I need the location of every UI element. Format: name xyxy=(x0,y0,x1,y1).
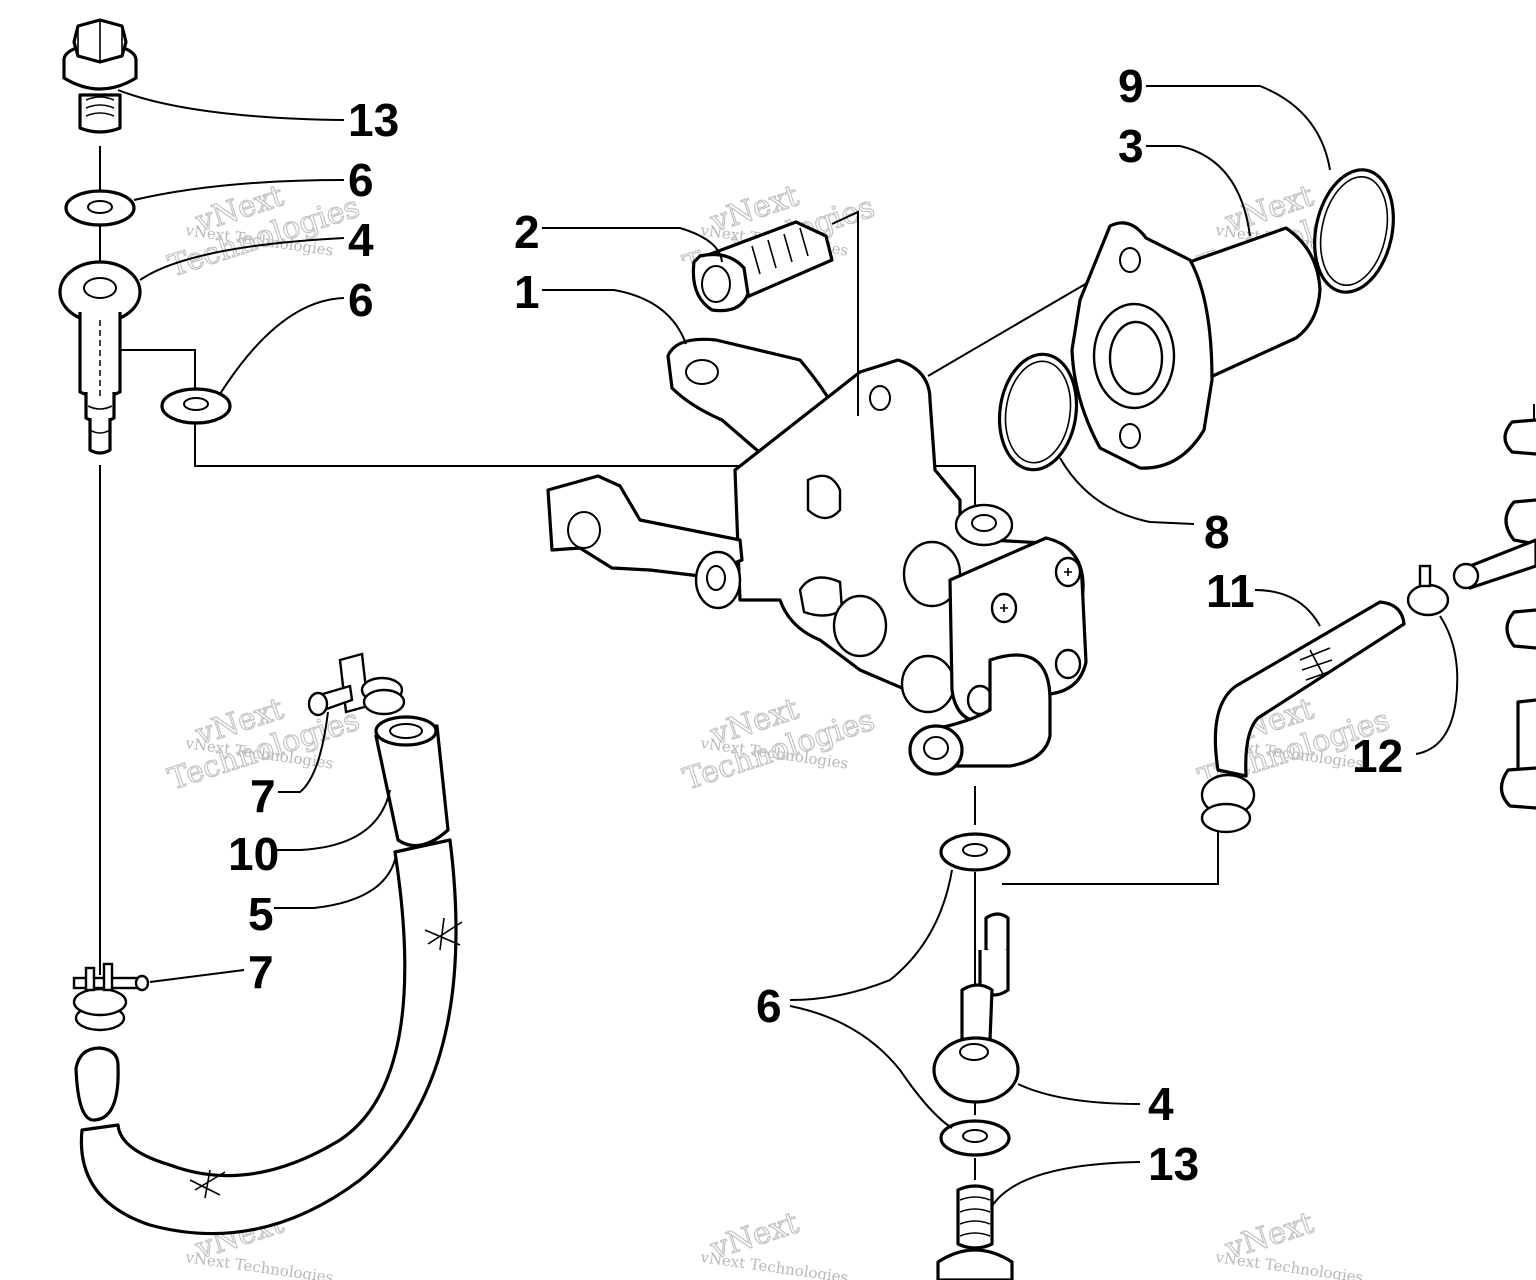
washer-6c xyxy=(939,832,1011,872)
callout-3: 3 xyxy=(1118,120,1144,172)
bolt-2 xyxy=(691,220,834,313)
callout-11: 11 xyxy=(1206,565,1255,617)
callout-8: 8 xyxy=(1204,506,1230,558)
callout-13: 13 xyxy=(1148,1138,1199,1190)
callout-12: 12 xyxy=(1352,730,1403,782)
hose-11 xyxy=(1213,600,1406,778)
leader-lines xyxy=(117,85,1331,1207)
oring-8 xyxy=(997,352,1079,472)
callout-7: 7 xyxy=(250,770,276,822)
callout-1: 1 xyxy=(514,266,540,318)
washer-6a xyxy=(64,189,136,227)
callout-13: 13 xyxy=(348,94,399,146)
hose-clamp-7b xyxy=(72,962,150,1032)
callout-5: 5 xyxy=(248,888,274,940)
fuel-hose-5 xyxy=(74,838,463,1236)
banjo-bolt-bottom xyxy=(936,1184,1014,1280)
oring-9 xyxy=(1313,168,1395,294)
flange-3 xyxy=(1070,221,1322,470)
callout-7: 7 xyxy=(248,946,274,998)
watermark: vNext Technologies xyxy=(164,178,365,285)
callout-4: 4 xyxy=(1148,1078,1174,1130)
hose-clamp-12 xyxy=(1200,564,1450,834)
callout-10: 10 xyxy=(228,828,279,880)
washer-6b xyxy=(160,387,232,425)
callout-9: 9 xyxy=(1118,60,1144,112)
fuel-hose-10 xyxy=(374,715,450,848)
pump-cover-plate xyxy=(948,536,1088,724)
callout-6: 6 xyxy=(348,274,374,326)
banjo-bolt-top xyxy=(62,18,138,134)
pump-outlet-elbow xyxy=(908,653,1052,776)
callout-2: 2 xyxy=(514,206,540,258)
callout-6: 6 xyxy=(348,154,374,206)
washer-6d xyxy=(939,1119,1011,1157)
banjo-fitting-4a xyxy=(58,260,142,455)
banjo-fitting-4b xyxy=(932,912,1020,1104)
watermark: vNext Technologies xyxy=(679,691,880,798)
right-edge-parts xyxy=(1452,404,1536,810)
callout-6: 6 xyxy=(756,980,782,1032)
callout-labels: 13 6 4 6 2 1 9 3 8 11 12 7 10 5 7 6 4 13 xyxy=(228,60,1403,1190)
control-arm xyxy=(546,474,744,610)
callout-4: 4 xyxy=(348,214,374,266)
hose-clamp-7a xyxy=(307,652,406,717)
